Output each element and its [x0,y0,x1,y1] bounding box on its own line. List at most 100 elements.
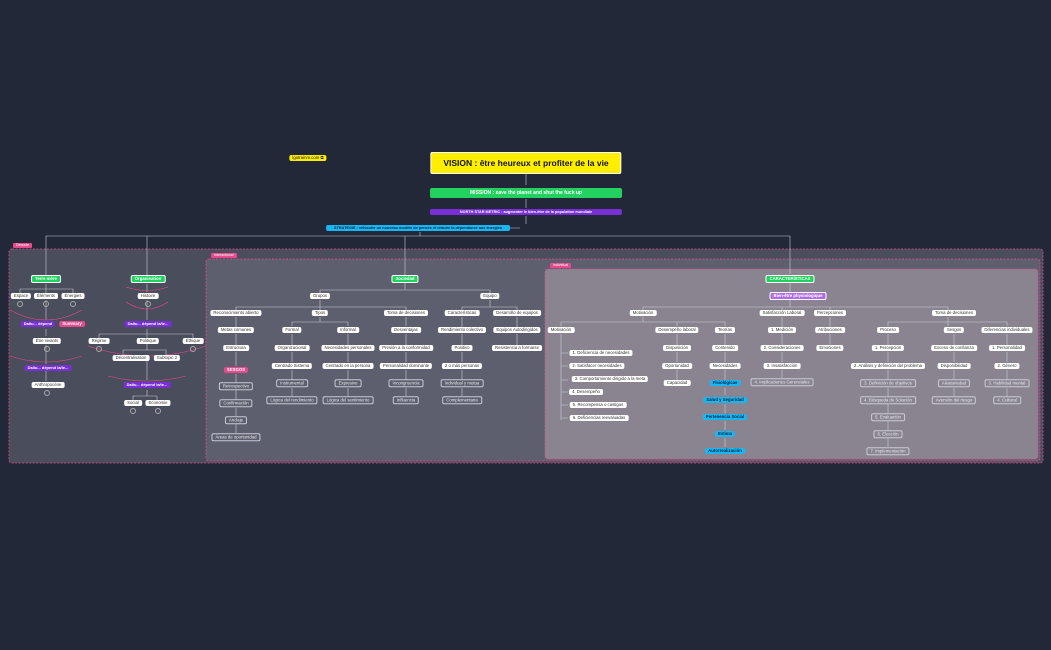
disposicion-node[interactable]: Disposición [663,345,691,351]
strategy-node[interactable]: STRATÉGIE : véhiculer un nouveau modèle … [326,225,510,231]
desempeno-node[interactable]: Desempeño laboral [655,327,699,333]
medicion-node[interactable]: 1. Medición [768,327,796,333]
formal-node[interactable]: Formal [282,327,302,333]
expresivo-node[interactable]: Expresivo [334,379,362,387]
implementacion-node[interactable]: 7. Implementación [866,447,910,455]
evaluacion-node[interactable]: 5. Evaluación [871,413,905,421]
presion-node[interactable]: Presión a la conformidad [379,345,433,351]
social-node[interactable]: Social [124,400,142,406]
collapse-toggle[interactable] [70,301,76,307]
busqueda-node[interactable]: 4. Búsqueda de Solución [860,396,916,404]
diferencias-node[interactable]: Diferencias individuales [981,327,1033,333]
consideraciones-node[interactable]: 2. Consideraciones [760,345,804,351]
centrado-persona-node[interactable]: Centrado en la persona [322,363,374,369]
areas-node[interactable]: Áreas de oportunidad [211,433,261,441]
espace-node[interactable]: Espace [10,293,32,299]
histoire-node[interactable]: Histoire [137,293,159,299]
desarrollo-node[interactable]: Desarrollo de equipos [493,310,541,316]
analisis-node[interactable]: 2. Análisis y definición del problema [850,363,926,369]
bien-etre-node[interactable]: Bien-être physiologique [769,292,827,300]
necesidades-personales-node[interactable]: Necesidades personales [321,345,375,351]
energies-node[interactable]: Énergies [61,293,85,299]
organizacional-node[interactable]: Organizacional [274,345,310,351]
necesidades-node[interactable]: Necesidades [709,363,741,369]
step-2-node[interactable]: 2. Satisfacer necesidades [569,363,625,369]
logica-rendimiento-node[interactable]: Lógica del rendimiento [266,396,318,404]
percepciones-node[interactable]: Percepciones [813,310,847,316]
fisiologicas-node[interactable]: Fisiológicas [709,380,741,386]
cultural-node[interactable]: 4. Cultural [993,396,1021,404]
confirmacion-node[interactable]: Confirmación [219,399,253,407]
logica-sentimiento-node[interactable]: Lógica del sentimiento [322,396,374,404]
emociones-node[interactable]: Emociones [816,345,844,351]
depend-node-3[interactable]: Daliu... dépend la/le... [124,321,172,327]
ethique-node[interactable]: Éthique [182,338,204,344]
collapse-toggle[interactable] [130,408,136,414]
personalidad-dominante-node[interactable]: Personalidad dominante [379,363,433,369]
step-5-node[interactable]: 5. Recompensa o castigos [569,402,627,408]
estima-node[interactable]: Estima [714,431,736,437]
eleccion-node[interactable]: 6. Elección [873,430,903,438]
toma-decisiones-ind-node[interactable]: Toma de decisiones [932,310,976,316]
grupos-node[interactable]: Grupos [309,293,331,299]
rendimiento-node[interactable]: Rendimiento colectivo [437,327,487,333]
resistencia-node[interactable]: Resistencia a formarse [492,345,542,351]
metas-node[interactable]: Metas comunes [217,327,255,333]
estructura-node[interactable]: Estructura [223,345,249,351]
disponibilidad-node[interactable]: Disponibilidad [937,363,971,369]
collapse-toggle[interactable] [44,390,50,396]
source-badge[interactable]: lgotrainm.com ⧉ [289,155,327,161]
sesgos-node[interactable]: SESGOS [223,367,249,373]
depend-node-2[interactable]: Daliu... dépend la/le... [24,365,72,371]
positivo-node[interactable]: Positivo [451,345,473,351]
reconocimiento-node[interactable]: Reconocimiento abierto [210,310,262,316]
etre-vivants-node[interactable]: Être vivants [32,338,62,344]
collapse-toggle[interactable] [190,346,196,352]
north-star-node[interactable]: NORTH STAR METRIC : augmenter le bien-êt… [429,209,623,215]
step-6-node[interactable]: 6. Deficiencias reevaluadas [569,415,629,421]
caracteristicas-node[interactable]: CARACTERÍSTICAS [765,275,815,283]
caracteristicas-equipo-node[interactable]: Características [444,310,480,316]
teorias-node[interactable]: Teorías [714,327,736,333]
motivacion-sub-node[interactable]: Motivación [547,327,575,333]
collapse-toggle[interactable] [145,301,151,307]
depend-node-4[interactable]: Daliu... dépend la/le... [123,382,171,388]
autodirigidos-node[interactable]: Equipos Autodirigidos [493,327,541,333]
objetivos-node[interactable]: 3. Definición de objetivos [860,379,916,387]
dos-mas-node[interactable]: 2 o más personas [441,363,483,369]
personalidad-node[interactable]: 1. Personalidad [989,345,1025,351]
elements-node[interactable]: Éléments [34,293,58,299]
implicaciones-node[interactable]: 4. Implicaciones Gerenciales [750,378,814,386]
proceso-node[interactable]: Proceso [877,327,899,333]
motivacion-node[interactable]: Motivación [629,310,657,316]
politique-node[interactable]: Politique [136,338,160,344]
percepcion-node[interactable]: 1. Percepción [871,345,905,351]
informal-node[interactable]: Informal [337,327,359,333]
organisation-node[interactable]: Organisation [130,275,166,283]
individual-mutua-node[interactable]: Individual y mutua [440,379,484,387]
depend-node-1[interactable]: Daliu... dépend [20,321,56,327]
toma-decisiones-node[interactable]: Toma de decisiones [384,310,428,316]
collapse-toggle[interactable] [44,346,50,352]
step-3-node[interactable]: 3. Comportamiento dirigido a la meta [571,376,649,382]
genero-node[interactable]: 2. Género [994,363,1020,369]
regime-node[interactable]: Régime [88,338,110,344]
decentralisation-node[interactable]: Décentralisation [112,355,150,361]
atribuciones-node[interactable]: Atribuciones [815,327,845,333]
influencia-node[interactable]: Influencia [392,396,420,404]
subtopic-node[interactable]: Subtopic 2 [153,355,181,361]
exceso-node[interactable]: Exceso de confianza [931,345,977,351]
pertenencia-node[interactable]: Pertenencia Social [702,414,748,420]
collapse-toggle[interactable] [43,301,49,307]
complementaria-node[interactable]: Complementaria [442,396,482,404]
collapse-toggle[interactable] [17,301,23,307]
terre-mere-node[interactable]: Terre mère [31,275,61,283]
insatisfaccion-node[interactable]: 3. Insatisfacción [763,363,801,369]
tipos-node[interactable]: Tipos [311,310,329,316]
sociedad-node[interactable]: Sociedad [391,275,419,283]
incongruencia-node[interactable]: Incongruencia [388,379,424,387]
autorrealizacion-node[interactable]: Autorrealización [705,448,745,454]
step-1-node[interactable]: 1. Deficiencia de necesidades [569,350,633,356]
instrumental-node[interactable]: Instrumental [276,379,308,387]
centrado-sistema-node[interactable]: Centrado Sistema [271,363,313,369]
